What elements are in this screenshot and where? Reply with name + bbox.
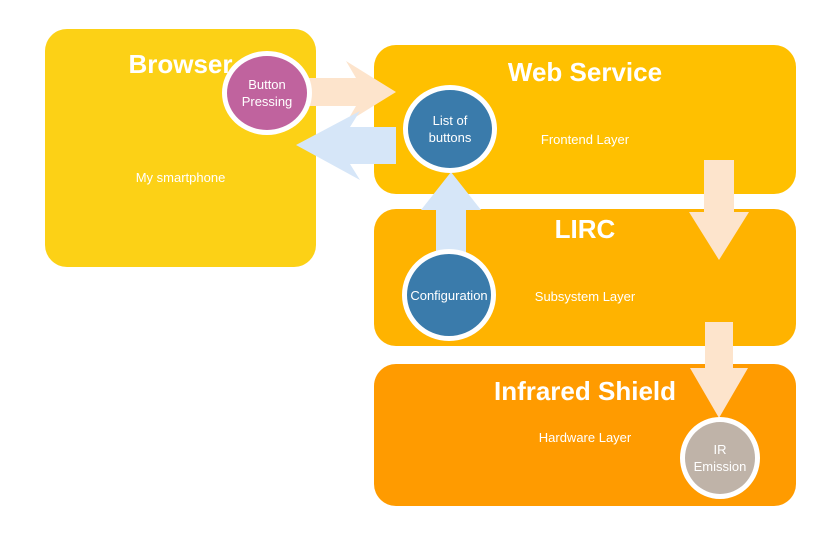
ir-emission-line1: IR bbox=[713, 442, 727, 457]
arrow-lirc-to-infrared-shield bbox=[690, 322, 748, 418]
arrow-configuration-to-list bbox=[421, 172, 481, 260]
web-service-subtitle: Frontend Layer bbox=[540, 132, 630, 147]
arrow-web-service-to-lirc bbox=[689, 160, 749, 260]
infrared-shield-title: Infrared Shield bbox=[493, 376, 677, 406]
configuration-label: Configuration bbox=[410, 287, 488, 303]
list-of-buttons-node: List of buttons bbox=[403, 85, 497, 173]
infrared-shield-subtitle: Hardware Layer bbox=[538, 430, 632, 445]
ir-emission-node: IR Emission bbox=[680, 417, 760, 499]
ir-emission-line2: Emission bbox=[693, 459, 747, 474]
configuration-node: Configuration bbox=[402, 249, 496, 341]
button-pressing-node: Button Pressing bbox=[222, 51, 312, 135]
browser-subtitle: My smartphone bbox=[135, 170, 226, 185]
lirc-title: LIRC bbox=[554, 214, 616, 244]
button-pressing-line2: Pressing bbox=[241, 94, 293, 109]
button-pressing-line1: Button bbox=[248, 77, 286, 92]
list-of-buttons-line1: List of bbox=[432, 113, 468, 128]
browser-title: Browser bbox=[128, 49, 233, 79]
lirc-subtitle: Subsystem Layer bbox=[534, 289, 636, 304]
arrow-web-service-to-browser bbox=[296, 111, 396, 180]
list-of-buttons-line2: buttons bbox=[428, 130, 472, 145]
web-service-title: Web Service bbox=[507, 57, 663, 87]
arrow-button-to-web-service bbox=[300, 61, 396, 123]
